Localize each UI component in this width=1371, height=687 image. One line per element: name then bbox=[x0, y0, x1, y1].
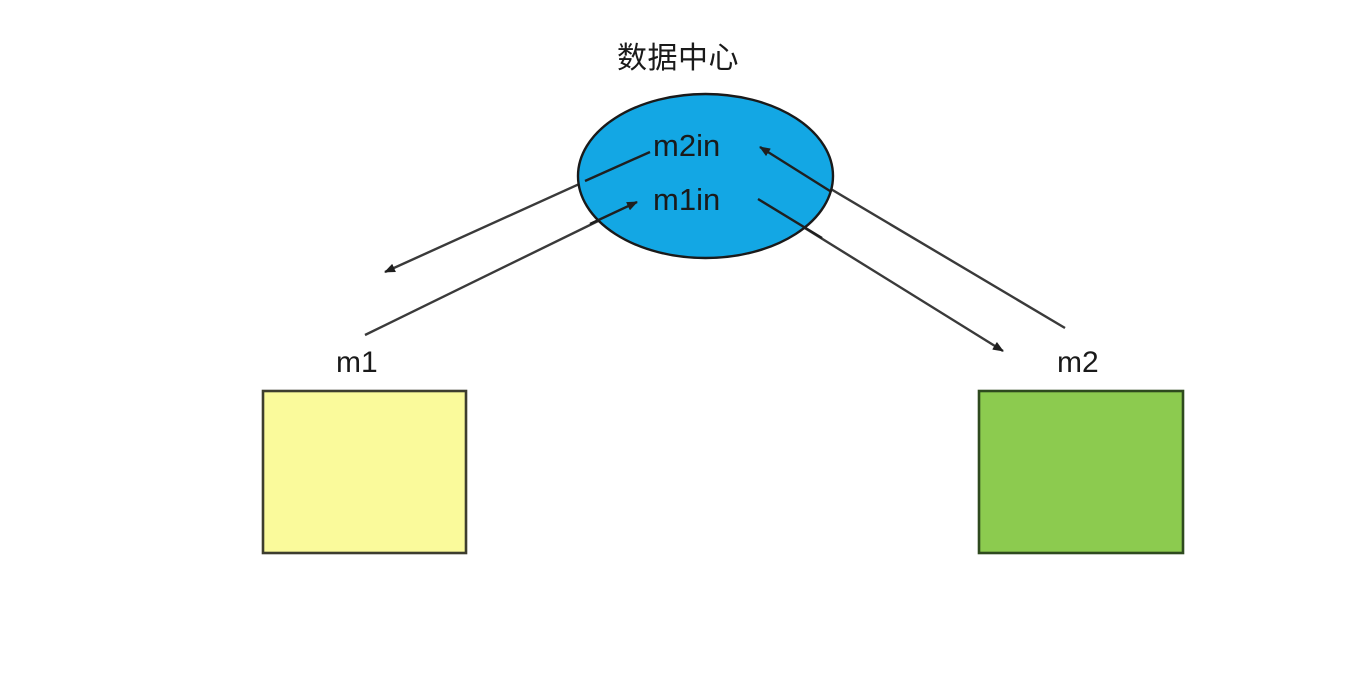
edge-datacenter-to-m2-overlay bbox=[757, 197, 823, 240]
edge-m1-to-m1in-overlay bbox=[589, 200, 638, 226]
edge-datacenter-to-m1-overlay bbox=[584, 150, 651, 183]
datacenter-node[interactable] bbox=[576, 92, 835, 260]
m1-node-label: m1 bbox=[336, 346, 378, 379]
m1-node[interactable] bbox=[261, 389, 468, 555]
m2-node-label: m2 bbox=[1057, 346, 1099, 379]
port-label-m2in: m2in bbox=[653, 128, 721, 163]
datacenter-title-label: 数据中心 bbox=[617, 42, 739, 75]
m2-node[interactable] bbox=[977, 389, 1185, 555]
port-label-m1in: m1in bbox=[653, 182, 721, 217]
edge-m2-to-m2in-overlay bbox=[759, 145, 831, 193]
